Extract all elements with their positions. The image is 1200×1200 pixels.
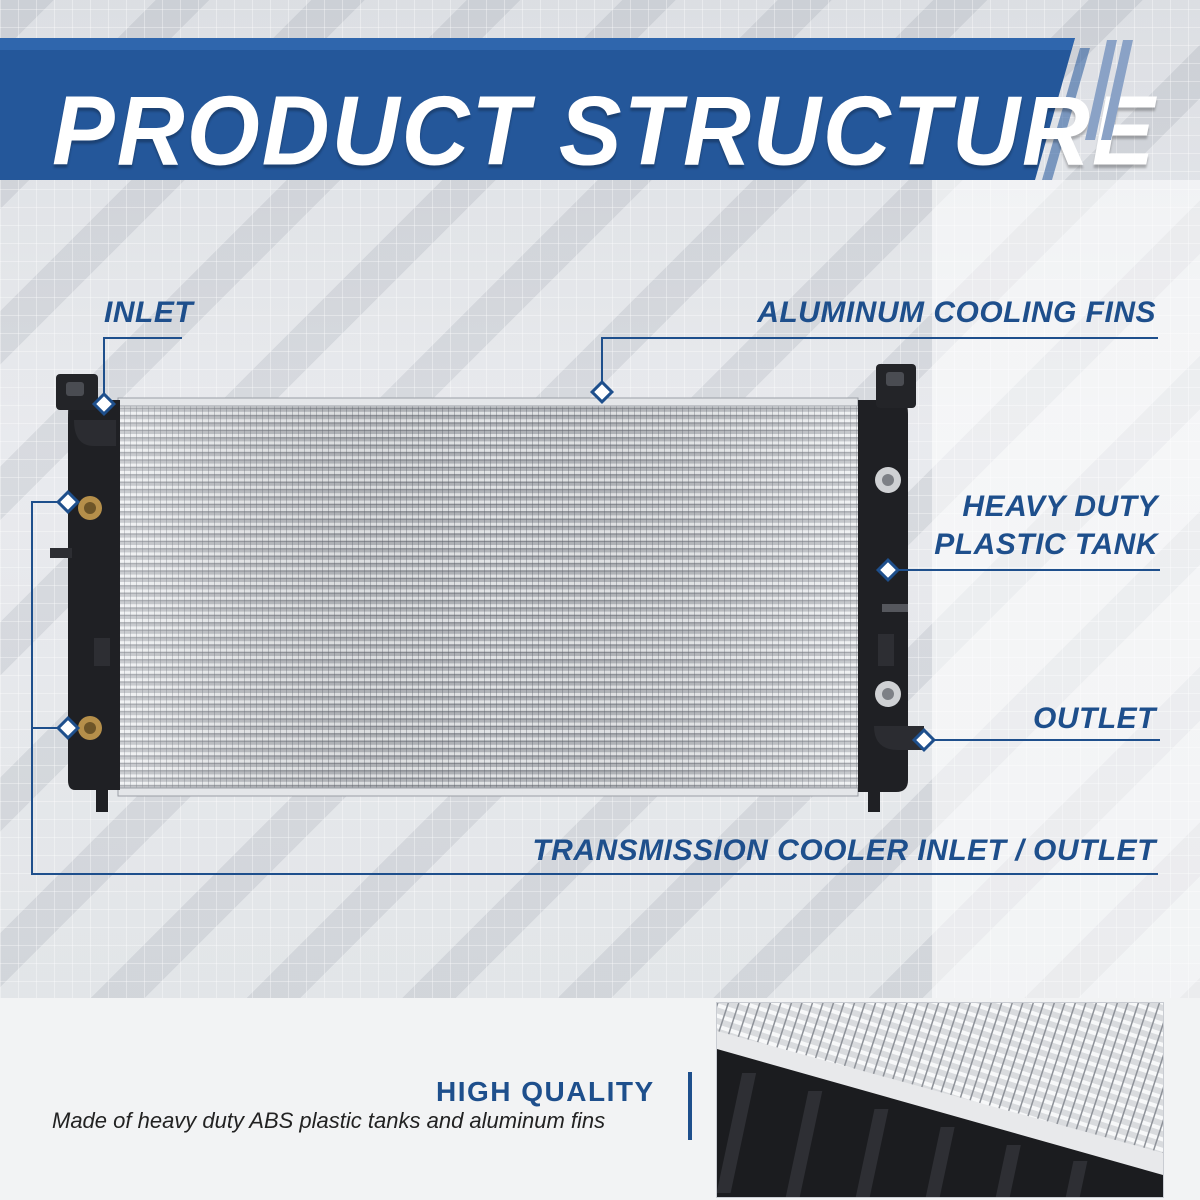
closeup-image — [716, 1002, 1164, 1198]
page-title: PRODUCT STRUCTURE — [52, 75, 1157, 186]
label-transmission-cooler: TRANSMISSION COOLER INLET / OUTLET — [532, 834, 1156, 867]
label-heavy-duty: HEAVY DUTY — [962, 490, 1158, 523]
radiator-image — [50, 364, 924, 812]
quality-description: Made of heavy duty ABS plastic tanks and… — [52, 1108, 606, 1133]
label-aluminum-cooling-fins: ALUMINUM COOLING FINS — [757, 296, 1156, 329]
quality-title: HIGH QUALITY — [436, 1076, 655, 1107]
quality-divider — [688, 1072, 692, 1140]
label-plastic-tank: PLASTIC TANK — [934, 528, 1158, 561]
label-outlet: OUTLET — [1033, 702, 1156, 735]
closeup-radiator-detail — [717, 1003, 1163, 1197]
label-inlet: INLET — [104, 296, 194, 329]
banner-stripes — [1085, 40, 1133, 140]
banner-shape — [0, 38, 1090, 180]
title-banner: PRODUCT STRUCTURE — [0, 38, 1155, 180]
